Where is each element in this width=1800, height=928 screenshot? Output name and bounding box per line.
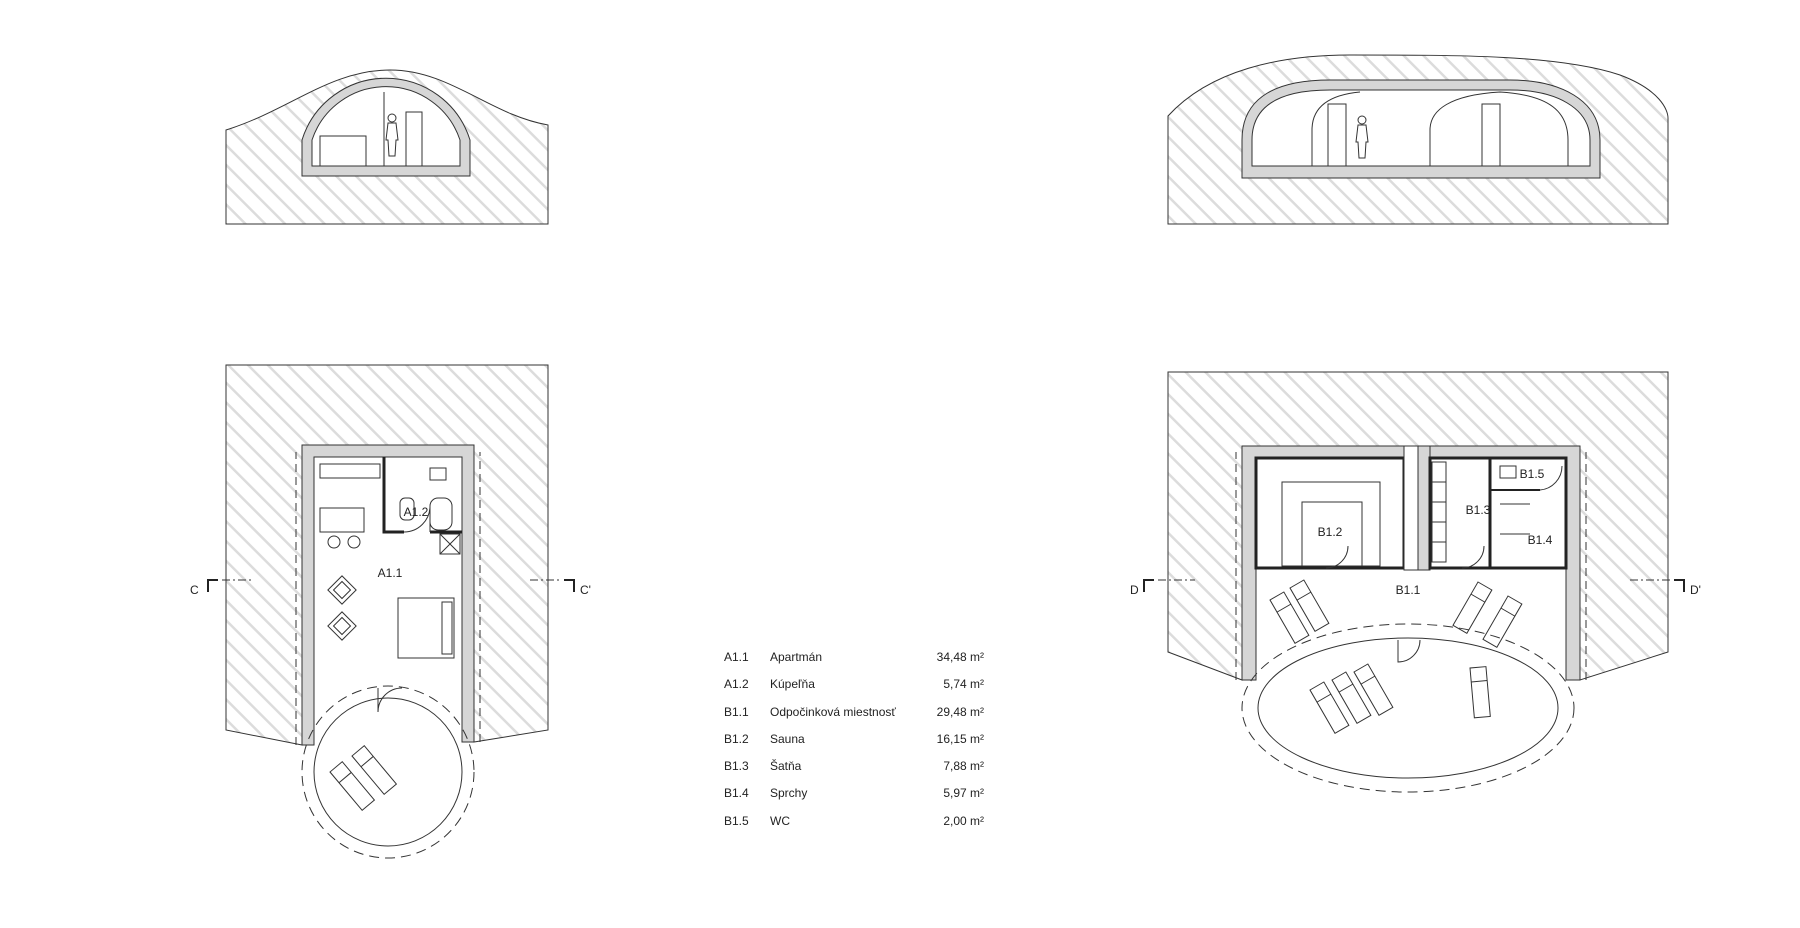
room-area: 29,48 m² [936,704,984,719]
section-label-c: C [190,583,199,597]
room-name: Sprchy [770,786,808,801]
room-code: B1.4 [724,786,749,801]
room-schedule: A1.1 Apartmán 34,48 m² A1.2 Kúpeľňa 5,74… [724,650,984,841]
section-left [225,69,549,225]
room-schedule-row: B1.1 Odpočinková miestnosť 29,48 m² [724,705,984,732]
room-schedule-row: B1.3 Šatňa 7,88 m² [724,759,984,786]
room-area: 16,15 m² [936,731,984,746]
room-label-b1-5: B1.5 [1520,467,1545,481]
room-name: Kúpeľňa [770,677,815,692]
room-code: A1.1 [724,650,749,664]
room-area: 34,48 m² [936,650,984,664]
section-label-c-prime: C' [580,583,591,597]
room-label-b1-4: B1.4 [1528,533,1553,547]
room-area: 5,97 m² [943,786,984,801]
room-label-a1-2: A1.2 [404,505,429,519]
room-label-b1-2: B1.2 [1318,525,1343,539]
room-label-b1-1: B1.1 [1396,583,1421,597]
room-schedule-row: B1.5 WC 2,00 m² [724,814,984,841]
room-code: B1.2 [724,731,749,746]
room-schedule-row: A1.1 Apartmán 34,48 m² [724,650,984,677]
room-schedule-row: B1.4 Sprchy 5,97 m² [724,786,984,813]
room-code: B1.5 [724,813,749,828]
room-area: 5,74 m² [943,677,984,692]
room-name: Šatňa [770,759,802,774]
room-area: 7,88 m² [943,759,984,774]
room-area: 2,00 m² [943,813,984,828]
section-label-d: D [1130,583,1139,597]
section-marker-left [207,579,575,592]
room-label-b1-3: B1.3 [1466,503,1491,517]
section-marker-right [1143,579,1685,592]
room-name: Odpočinková miestnosť [770,704,896,719]
section-right [1167,54,1669,225]
section-label-d-prime: D' [1690,583,1701,597]
plan-right [1167,371,1669,793]
plan-left [225,364,549,859]
room-code: A1.2 [724,677,749,692]
room-code: B1.1 [724,704,749,719]
room-name: Sauna [770,731,805,746]
room-schedule-row: B1.2 Sauna 16,15 m² [724,732,984,759]
room-name: Apartmán [770,650,823,664]
room-code: B1.3 [724,759,749,774]
room-label-a1-1: A1.1 [378,566,403,580]
room-name: WC [770,813,790,828]
room-schedule-row: A1.2 Kúpeľňa 5,74 m² [724,677,984,704]
